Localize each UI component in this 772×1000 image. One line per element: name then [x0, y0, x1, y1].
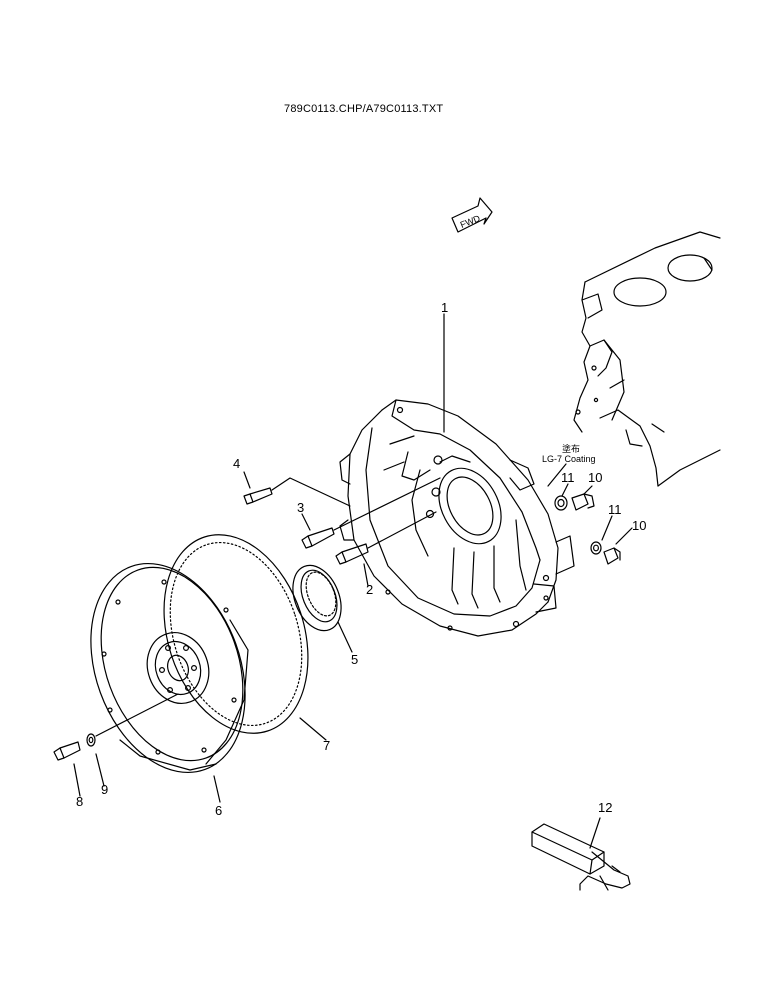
callout-6: 6 — [215, 803, 222, 818]
flywheel — [63, 542, 272, 794]
callout-10-lower: 10 — [632, 518, 646, 533]
plug-assembly-lower — [591, 542, 620, 564]
leader-bolt-3 — [334, 478, 440, 530]
callout-12: 12 — [598, 800, 612, 815]
leader-bolt-2 — [368, 512, 436, 548]
coating-kanji: 塗布 — [562, 443, 580, 454]
callout-4: 4 — [233, 456, 240, 471]
callout-11-lower: 11 — [608, 502, 622, 517]
callout-1: 1 — [441, 300, 448, 315]
flywheel-housing — [340, 400, 558, 636]
coating-label: LG-7 Coating — [542, 454, 596, 464]
fwd-arrow-icon: FWD — [452, 198, 492, 232]
engine-block — [574, 232, 720, 486]
tool-part-12 — [532, 824, 630, 890]
bolt-part-8 — [54, 742, 80, 760]
callout-10-upper: 10 — [588, 470, 602, 485]
leader-callout-4 — [244, 472, 250, 488]
callout-3: 3 — [297, 500, 304, 515]
plug-bracket-line — [556, 536, 574, 574]
ring-gear — [140, 516, 332, 752]
callout-9: 9 — [101, 782, 108, 797]
callout-7: 7 — [323, 738, 330, 753]
plug-assembly-upper — [555, 494, 594, 510]
leader-bolt-4 — [272, 478, 350, 506]
leader-coating — [548, 464, 566, 486]
bolt-part-3 — [302, 528, 334, 548]
callout-5: 5 — [351, 652, 358, 667]
bolt-part-4 — [244, 488, 272, 504]
callout-11-upper: 11 — [561, 470, 575, 485]
oil-seal — [284, 558, 350, 638]
washer-part-9 — [87, 734, 95, 746]
callout-2: 2 — [366, 582, 373, 597]
file-caption: 789C0113.CHP/A79C0113.TXT — [284, 103, 444, 115]
fwd-label: FWD — [459, 213, 482, 230]
leader-bolt-8 — [96, 694, 178, 736]
bolt-part-2 — [336, 544, 368, 564]
callout-8: 8 — [76, 794, 83, 809]
